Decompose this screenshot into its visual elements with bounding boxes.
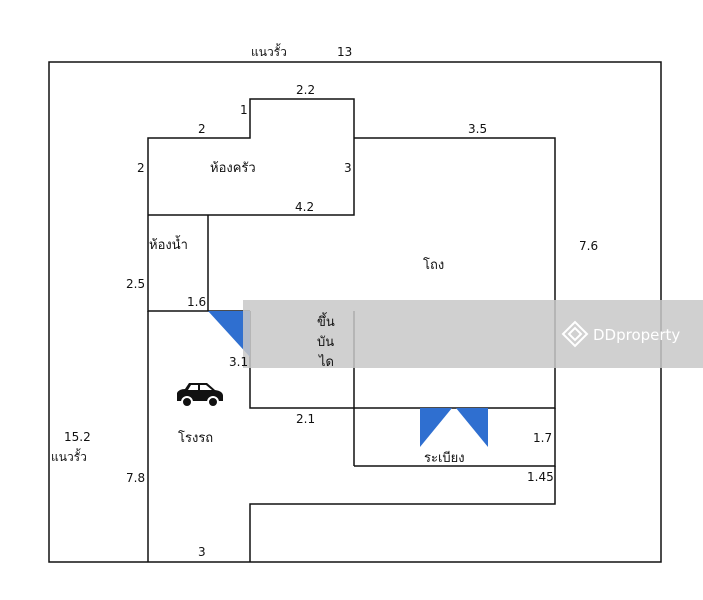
dim-2-left: 2 bbox=[137, 161, 145, 175]
dim-4-2: 4.2 bbox=[295, 200, 314, 214]
fence-left-length: 15.2 bbox=[64, 430, 91, 444]
dim-3-bottom: 3 bbox=[198, 545, 206, 559]
dim-1-45: 1.45 bbox=[527, 470, 554, 484]
dim-1: 1 bbox=[240, 103, 248, 117]
watermark-band bbox=[243, 300, 703, 368]
stairs-label-3: ได bbox=[318, 354, 334, 370]
hall-label: โถง bbox=[423, 257, 444, 273]
bathroom-wall bbox=[147, 215, 209, 312]
terrace-door-marker-right bbox=[456, 408, 488, 447]
dim-2-2: 2.2 bbox=[296, 83, 315, 97]
watermark-text: DDproperty bbox=[593, 326, 680, 344]
door-swing-marker bbox=[208, 311, 250, 357]
fence-top-length: 13 bbox=[337, 45, 352, 59]
fence-top-label: แนวรั้ว bbox=[251, 43, 287, 59]
dim-7-8: 7.8 bbox=[126, 471, 145, 485]
terrace-label: ระเบียง bbox=[424, 450, 465, 466]
dim-3: 3 bbox=[344, 161, 352, 175]
dim-1-6: 1.6 bbox=[187, 295, 206, 309]
dim-2-5: 2.5 bbox=[126, 277, 145, 291]
right-length: 7.6 bbox=[579, 239, 598, 253]
terrace-door-marker-left bbox=[420, 408, 452, 447]
dim-2-1: 2.1 bbox=[296, 412, 315, 426]
ddproperty-logo-icon bbox=[561, 320, 589, 348]
dim-3-1: 3.1 bbox=[229, 355, 248, 369]
kitchen-label: ห้องครัว bbox=[210, 161, 256, 176]
kitchen-wall bbox=[147, 98, 355, 216]
lower-wall bbox=[249, 466, 556, 562]
dim-1-7: 1.7 bbox=[533, 431, 552, 445]
car-icon bbox=[177, 383, 223, 408]
garage-label: โรงรถ bbox=[178, 430, 213, 446]
fence-left-label: แนวรั้ว bbox=[51, 448, 87, 464]
stairs-label-1: ขึ้น bbox=[317, 312, 335, 330]
bathroom-label: ห้องน้ำ bbox=[149, 235, 188, 253]
dim-2-top: 2 bbox=[198, 122, 206, 136]
stairs-label-2: บัน bbox=[317, 335, 334, 350]
dim-3-5: 3.5 bbox=[468, 122, 487, 136]
